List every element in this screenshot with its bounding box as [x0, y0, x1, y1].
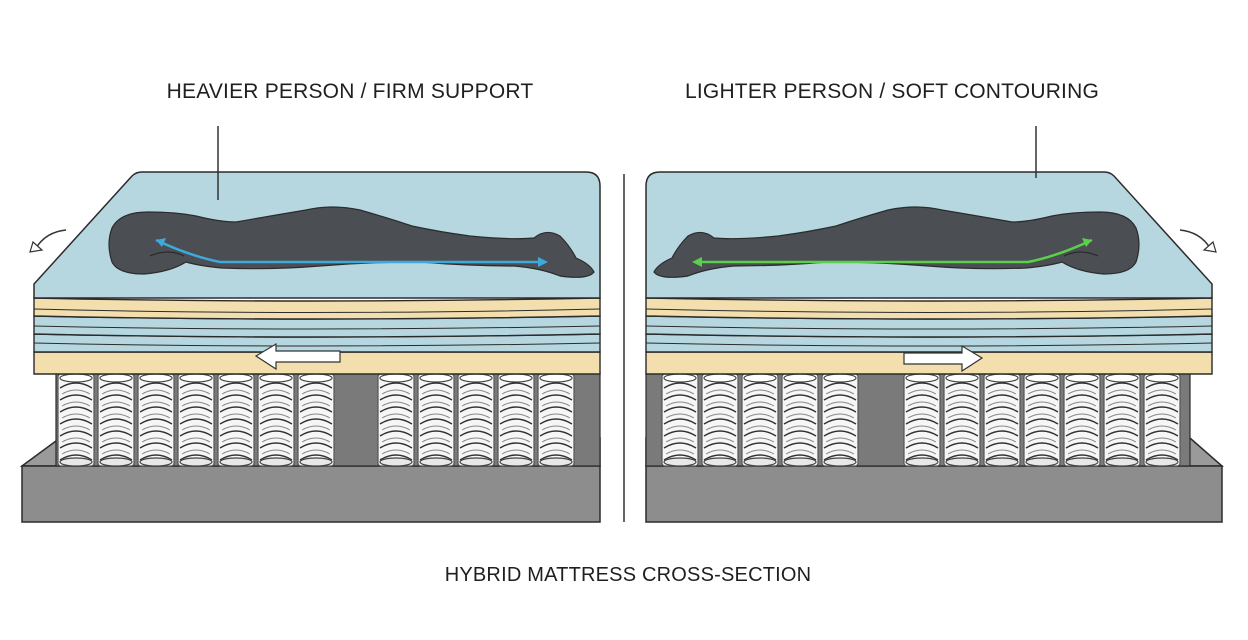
- straight-arrow-icon: [903, 344, 984, 373]
- coil-spring-icon: [903, 373, 941, 467]
- coil-spring-icon: [297, 373, 335, 467]
- left-spine-line: [155, 238, 548, 267]
- coil-spring-icon: [137, 373, 175, 467]
- coil-spring-icon: [661, 373, 699, 467]
- curved-arrow-icon: [29, 229, 67, 253]
- coil-spring-icon: [821, 373, 859, 467]
- coil-spring-icon: [537, 373, 575, 467]
- coil-spring-icon: [1103, 373, 1141, 467]
- straight-arrow-icon: [254, 342, 341, 371]
- right-coil-group-2: [903, 373, 1181, 467]
- right-base: [645, 465, 1223, 523]
- left-base: [21, 465, 601, 523]
- left-mattress: [19, 126, 601, 523]
- coil-spring-icon: [457, 373, 495, 467]
- coil-spring-icon: [1023, 373, 1061, 467]
- sleeping-person-icon: [108, 206, 595, 278]
- coil-spring-icon: [943, 373, 981, 467]
- right-coil-group-1: [661, 373, 859, 467]
- diagram-caption: HYBRID MATTRESS CROSS-SECTION: [444, 564, 812, 586]
- coil-spring-icon: [781, 373, 819, 467]
- coil-spring-icon: [97, 373, 135, 467]
- curved-arrow-icon: [1179, 229, 1217, 253]
- left-coil-group-2: [377, 373, 575, 467]
- coil-spring-icon: [1143, 373, 1181, 467]
- coil-spring-icon: [377, 373, 415, 467]
- coil-spring-icon: [983, 373, 1021, 467]
- coil-spring-icon: [741, 373, 779, 467]
- coil-spring-icon: [497, 373, 535, 467]
- coil-spring-icon: [417, 373, 455, 467]
- left-layer-cream-top: [33, 297, 601, 320]
- coil-spring-icon: [177, 373, 215, 467]
- right-layer-cream-top: [645, 297, 1213, 320]
- coil-spring-icon: [57, 373, 95, 467]
- right-mattress: [645, 126, 1224, 523]
- sleeping-person-icon: [653, 206, 1140, 278]
- left-coil-group-1: [57, 373, 335, 467]
- right-panel-title: LIGHTER PERSON / SOFT CONTOURING: [684, 80, 1100, 103]
- coil-spring-icon: [1063, 373, 1101, 467]
- coil-spring-icon: [257, 373, 295, 467]
- coil-spring-icon: [217, 373, 255, 467]
- left-panel-title: HEAVIER PERSON / FIRM SUPPORT: [166, 80, 534, 103]
- coil-spring-icon: [701, 373, 739, 467]
- right-spine-line: [692, 238, 1093, 267]
